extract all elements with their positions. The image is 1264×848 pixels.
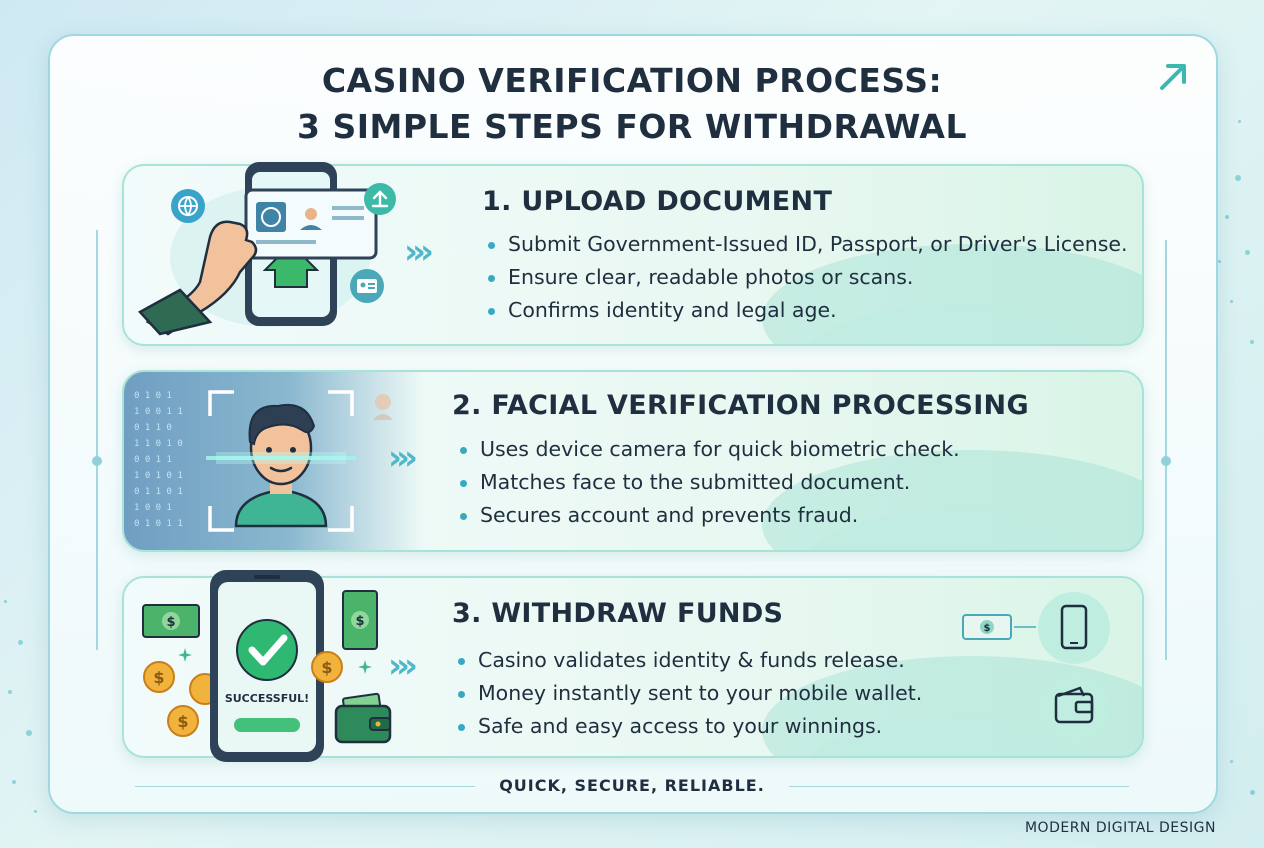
svg-text:$: $ [984, 623, 991, 634]
step-2-chevrons-icon: ››› [388, 438, 418, 478]
sparkle-icon [178, 648, 192, 662]
right-connector [1165, 240, 1167, 660]
list-item: Uses device camera for quick biometric c… [458, 433, 960, 466]
right-node [1161, 456, 1171, 466]
credit-text: MODERN DIGITAL DESIGN [1024, 820, 1216, 836]
svg-text:1 0 0 1: 1 0 0 1 [134, 503, 172, 513]
svg-text:$: $ [355, 614, 364, 629]
svg-text:1 0 0 1 1: 1 0 0 1 1 [134, 407, 183, 417]
avatar-small-icon [373, 394, 393, 420]
sparkle-icon [358, 660, 372, 674]
left-connector [96, 230, 98, 650]
coin-icon: $ [143, 661, 175, 693]
svg-text:0 1 0 1: 0 1 0 1 [134, 391, 172, 401]
step-1-chevrons-icon: ››› [404, 232, 434, 272]
svg-text:1 1 0 1 0: 1 1 0 1 0 [134, 439, 183, 449]
upload-icon [364, 183, 396, 215]
banknote-icon: $ [142, 604, 200, 638]
hand-phone-id-icon [138, 162, 378, 336]
mobile-phone-icon [1038, 592, 1110, 664]
phone-check-icon [210, 570, 324, 762]
step-2-bullets: Uses device camera for quick biometric c… [458, 433, 960, 532]
svg-text:1 0 1 0 1: 1 0 1 0 1 [134, 471, 183, 481]
globe-icon [171, 189, 205, 223]
step-3-chevrons-icon: ››› [388, 646, 418, 686]
svg-text:0 1 0 1 1: 0 1 0 1 1 [134, 519, 183, 529]
arrow-up-right-icon [1160, 64, 1186, 90]
coin-icon: $ [167, 705, 199, 737]
banknote-icon: $ [342, 590, 378, 650]
success-label: SUCCESSFUL! [224, 692, 310, 705]
transfer-banknote-icon: $ [962, 614, 1036, 640]
svg-text:$: $ [166, 615, 175, 630]
list-item: Safe and easy access to your winnings. [456, 710, 922, 743]
coin-icon: $ [311, 651, 343, 683]
svg-text:$: $ [177, 712, 188, 731]
svg-text:$: $ [153, 668, 164, 687]
svg-text:0 1 1 0 1: 0 1 1 0 1 [134, 487, 183, 497]
list-item: Matches face to the submitted document. [458, 466, 960, 499]
wallet-outline-icon [1038, 672, 1110, 744]
list-item: Secures account and prevents fraud. [458, 499, 960, 532]
svg-text:0 0 1 1: 0 0 1 1 [134, 455, 172, 465]
list-item: Confirms identity and legal age. [486, 294, 1128, 327]
step-1-bullets: Submit Government-Issued ID, Passport, o… [486, 228, 1128, 327]
step-2-title: 2. FACIAL VERIFICATION PROCESSING [452, 390, 1029, 421]
page-title: CASINO VERIFICATION PROCESS: 3 SIMPLE ST… [297, 61, 967, 146]
binary-code-icon: 0 1 0 1 1 0 0 1 1 0 1 1 0 1 1 0 1 0 0 0 … [134, 391, 183, 529]
list-item: Casino validates identity & funds releas… [456, 644, 922, 677]
wallet-icon [334, 692, 392, 744]
step-1-title: 1. UPLOAD DOCUMENT [482, 186, 833, 217]
list-item: Ensure clear, readable photos or scans. [486, 261, 1128, 294]
step-3-bullets: Casino validates identity & funds releas… [456, 644, 922, 743]
list-item: Money instantly sent to your mobile wall… [456, 677, 922, 710]
id-card-icon [350, 269, 384, 303]
face-scan-icon [206, 390, 356, 532]
tagline: QUICK, SECURE, RELIABLE. [0, 776, 1264, 795]
list-item: Submit Government-Issued ID, Passport, o… [486, 228, 1128, 261]
left-node [92, 456, 102, 466]
step-3-title: 3. WITHDRAW FUNDS [452, 598, 784, 629]
svg-text:0 1 1 0: 0 1 1 0 [134, 423, 172, 433]
svg-text:$: $ [321, 658, 332, 677]
